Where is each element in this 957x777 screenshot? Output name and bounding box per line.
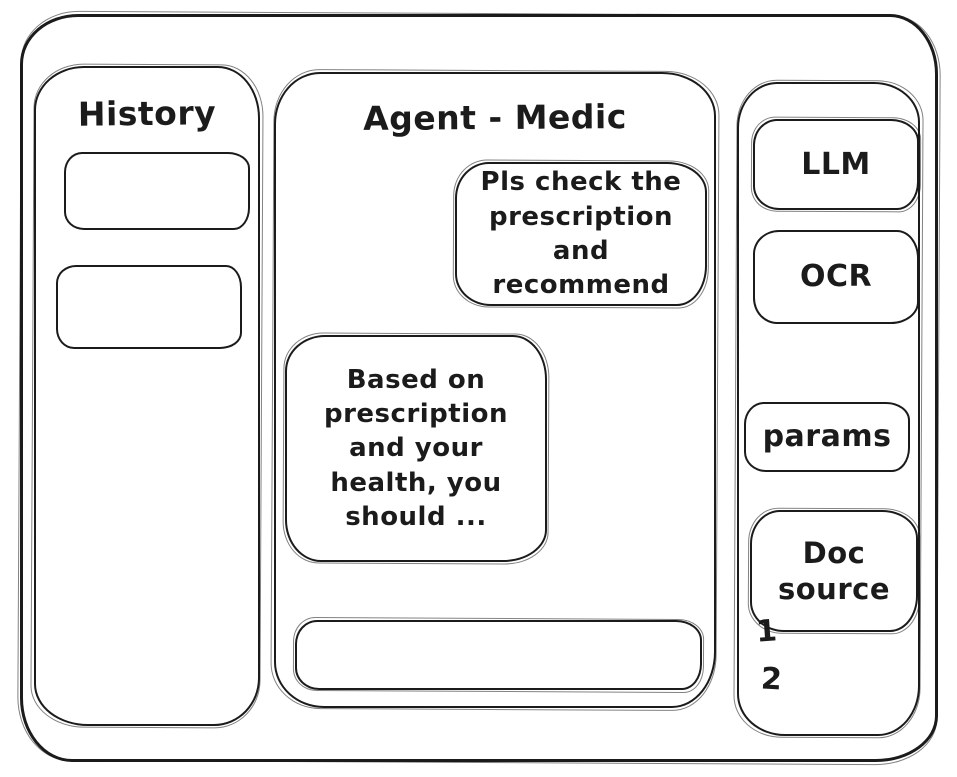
chat-title: Agent - Medic	[363, 97, 627, 138]
params-button[interactable]: params	[744, 402, 910, 472]
history-item[interactable]	[56, 265, 242, 349]
tools-panel: LLM OCR params Doc source 1 2	[737, 82, 920, 736]
message-input-box[interactable]	[295, 620, 702, 690]
ocr-button-label: OCR	[799, 259, 873, 295]
message-input[interactable]	[297, 622, 700, 688]
params-button-label: params	[762, 419, 892, 455]
llm-button[interactable]: LLM	[753, 119, 919, 210]
agent-message-bubble: Based on prescription and your health, y…	[285, 335, 547, 562]
doc-source-button[interactable]: Doc source	[750, 510, 918, 632]
doc-source-button-label: Doc source	[778, 535, 890, 606]
history-title: History	[77, 93, 217, 134]
doc-source-item-1[interactable]: 1	[754, 613, 779, 650]
user-message-bubble: Pls check the prescription and recommend	[455, 162, 707, 306]
llm-button-label: LLM	[801, 146, 871, 182]
ocr-button[interactable]: OCR	[753, 230, 919, 324]
history-panel: History	[34, 66, 260, 726]
doc-source-item-2[interactable]: 2	[760, 661, 784, 698]
history-item[interactable]	[64, 152, 250, 230]
chat-panel: Agent - Medic Pls check the prescription…	[274, 72, 716, 708]
agent-message-text: Based on prescription and your health, y…	[323, 364, 508, 532]
user-message-text: Pls check the prescription and recommend	[480, 167, 682, 301]
